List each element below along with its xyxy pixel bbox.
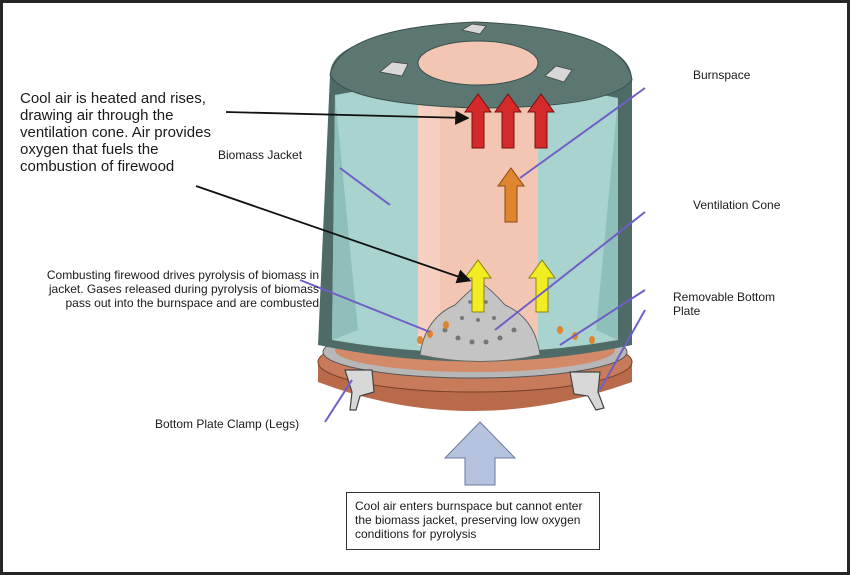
clamp-right xyxy=(569,371,605,411)
label-biomass-jacket: Biomass Jacket xyxy=(218,148,303,162)
pointer-combusting xyxy=(299,279,431,333)
label-removable-bottom-plate: Removable Bottom Plate xyxy=(673,290,776,318)
note-cool-air-enters: Cool air enters burnspace but cannot ent… xyxy=(346,492,600,550)
pointer-bottom-plate-edge xyxy=(599,309,646,391)
hot-air-arrows xyxy=(464,93,555,149)
black-pointer-lines xyxy=(195,110,472,284)
label-combusting-firewood: Combusting firewood drives pyrolysis of … xyxy=(46,268,319,310)
label-cool-air-heated: Cool air is heated and rises, drawing ai… xyxy=(20,90,211,175)
shell-lid xyxy=(329,21,633,109)
label-bottom-plate-clamp: Bottom Plate Clamp (Legs) xyxy=(155,417,300,431)
pointer-bottom-plate xyxy=(559,289,646,346)
pointer-heated-air xyxy=(225,110,470,125)
pointer-lines xyxy=(299,87,646,423)
pointer-burnspace xyxy=(519,87,646,179)
label-burnspace: Burnspace xyxy=(693,68,751,82)
label-ventilation-cone: Ventilation Cone xyxy=(693,198,781,212)
pointer-clamp xyxy=(324,379,353,423)
ventilation-cone xyxy=(417,281,595,362)
pointer-firewood xyxy=(195,185,472,284)
clamp-left xyxy=(344,369,375,411)
pointer-biomass-jacket xyxy=(339,167,391,206)
cool-air-inflow-arrow xyxy=(443,421,517,486)
warm-air-arrow xyxy=(497,167,525,223)
pointer-ventilation-cone xyxy=(494,211,646,331)
